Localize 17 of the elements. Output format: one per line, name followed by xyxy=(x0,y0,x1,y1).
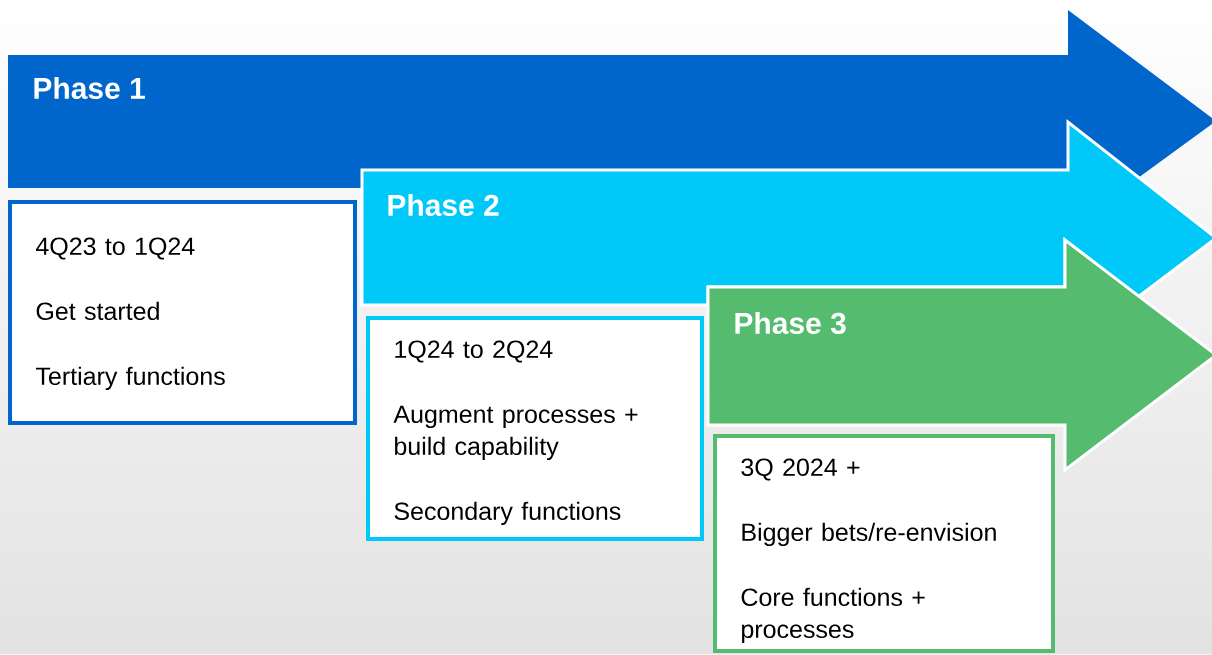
arrow-shape xyxy=(8,10,1212,188)
phase-detail-box xyxy=(366,316,704,541)
phase-title: Phase 1 xyxy=(34,77,145,99)
date-range-text: 4Q23 to 1Q24 xyxy=(35,237,195,260)
function-scope-text: Secondary functions xyxy=(394,501,621,526)
function-scope-text: Core functions + processes xyxy=(741,587,925,644)
arrow-shape xyxy=(360,118,1212,307)
phase-detail-box xyxy=(8,200,357,425)
phase-title: Phase 3 xyxy=(735,311,846,335)
phase-goal-text: Augment processes + build capability xyxy=(393,405,638,461)
phase-goal-text: Get started xyxy=(36,301,159,321)
phase-detail-box xyxy=(713,434,1055,653)
date-range-text: 1Q24 to 2Q24 xyxy=(395,340,553,363)
function-scope-text: Tertiary functions xyxy=(35,366,225,391)
phase-goal-text: Bigger bets/re-envision xyxy=(742,522,996,547)
date-range-text: 3Q 2024 + xyxy=(741,458,860,481)
phase-title: Phase 2 xyxy=(388,194,499,216)
